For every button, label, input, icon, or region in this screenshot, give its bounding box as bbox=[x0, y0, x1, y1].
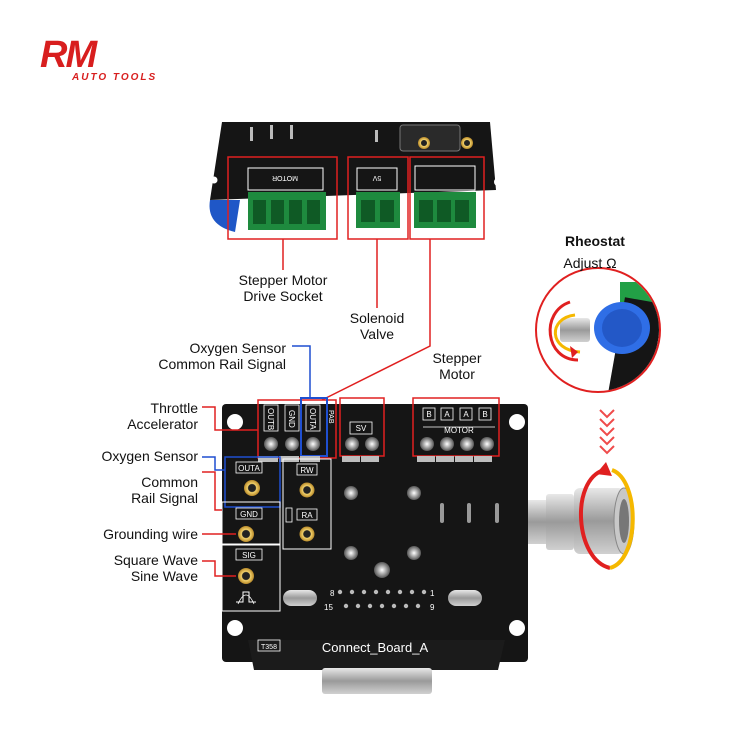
jack-rw bbox=[299, 482, 315, 498]
resistor-symbol bbox=[285, 507, 293, 523]
oxygen-sensor-label: Oxygen Sensor bbox=[101, 448, 199, 464]
rheostat-label: Rheostat bbox=[565, 233, 625, 249]
square-wave-symbol bbox=[236, 591, 256, 603]
motor-pin-2: A bbox=[444, 410, 450, 419]
chevron-down-icon bbox=[599, 409, 615, 455]
port-pin-15: 15 bbox=[324, 603, 333, 612]
adjust-label: Adjust Ω bbox=[563, 255, 617, 271]
board-name: Connect_Board_A bbox=[322, 640, 429, 655]
brand-mark: RM bbox=[40, 34, 97, 76]
square-sine-wave-label: Square Wave Sine Wave bbox=[113, 552, 198, 584]
throttle-accelerator-label: Throttle Accelerator bbox=[127, 400, 198, 432]
rw-label: RW bbox=[300, 466, 314, 475]
jack-sig bbox=[238, 568, 254, 584]
jack-outa bbox=[244, 480, 260, 496]
sine-wave-symbol bbox=[237, 594, 255, 605]
port-pin-1: 1 bbox=[430, 589, 435, 598]
sv-label: SV bbox=[356, 424, 367, 433]
motor-pin-3: A bbox=[463, 410, 469, 419]
motor-pin-4: B bbox=[482, 410, 487, 419]
potentiometer-shaft bbox=[528, 487, 635, 555]
main-board: OUTB GND OUTA PAB SV B A A B MOTOR bbox=[221, 397, 528, 694]
oxygen-sensor-common-rail-label: Oxygen Sensor Common Rail Signal bbox=[158, 340, 286, 372]
motor-pin-1: B bbox=[426, 410, 431, 419]
jack-label-sig: SIG bbox=[242, 551, 256, 560]
rheostat-detail bbox=[535, 267, 661, 393]
jack-label-outa: OUTA bbox=[238, 464, 260, 473]
jack-label-gnd: GND bbox=[240, 510, 258, 519]
rotation-arrow bbox=[578, 462, 635, 570]
top-sv-silk: 5V bbox=[372, 174, 381, 181]
jack-ra bbox=[299, 526, 315, 542]
jack-gnd bbox=[238, 526, 254, 542]
port-pin-9: 9 bbox=[430, 603, 435, 612]
top-motor-silk: MOTOR bbox=[272, 174, 298, 181]
top-board: MOTOR 5V bbox=[209, 122, 502, 232]
top-callouts bbox=[227, 156, 485, 240]
ra-label: RA bbox=[301, 511, 313, 520]
db15-connector bbox=[322, 668, 432, 694]
terminal-label-3: OUTA bbox=[308, 408, 317, 430]
port-pin-8: 8 bbox=[330, 589, 335, 598]
common-rail-signal-label: Common Rail Signal bbox=[131, 474, 198, 506]
terminal-label-2: GND bbox=[287, 410, 296, 428]
terminal-label-4: PAB bbox=[327, 410, 334, 424]
solenoid-valve-label: Solenoid Valve bbox=[349, 310, 405, 342]
grounding-wire-label: Grounding wire bbox=[103, 526, 198, 542]
brand-subtitle: AUTO TOOLS bbox=[72, 72, 158, 83]
stepper-motor-drive-socket-label: Stepper Motor Drive Socket bbox=[238, 272, 328, 304]
board-id: T358 bbox=[261, 644, 277, 651]
terminal-label-1: OUTB bbox=[266, 408, 275, 430]
stepper-motor-label: Stepper Motor bbox=[432, 350, 482, 382]
motor-silk: MOTOR bbox=[444, 426, 474, 435]
brand-logo: RM AUTO TOOLS bbox=[40, 34, 200, 84]
top-board-blue-component bbox=[209, 200, 240, 232]
